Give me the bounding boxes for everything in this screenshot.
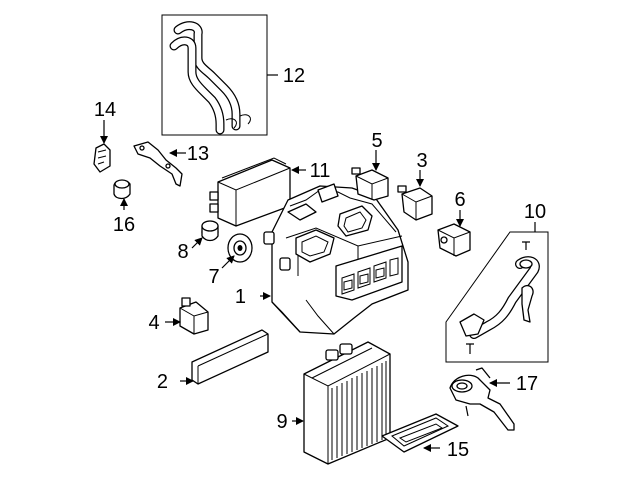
bracket-part-13 [133, 141, 183, 187]
actuator-part-6 [437, 223, 471, 257]
heater-case-part [263, 183, 409, 335]
callout-7: 7 [208, 266, 219, 288]
callout-17: 17 [516, 373, 538, 395]
actuator-part-4 [179, 297, 209, 335]
actuator-part-3 [397, 185, 433, 221]
leader-lines [100, 120, 536, 452]
motor-part-8 [201, 220, 219, 242]
heater-hoses-part [161, 14, 278, 136]
callout-1: 1 [235, 286, 246, 308]
callout-11: 11 [310, 160, 331, 182]
blower-wheel-part [227, 233, 253, 263]
pipe-connector-part [449, 367, 515, 431]
callout-9: 9 [276, 411, 287, 433]
callout-16: 16 [113, 214, 135, 236]
callout-13: 13 [187, 143, 209, 165]
callout-2: 2 [157, 371, 168, 393]
callout-5: 5 [371, 130, 382, 152]
callout-10: 10 [524, 201, 546, 223]
callout-8: 8 [177, 241, 188, 263]
tray-part-15 [381, 413, 459, 453]
clip-part-14 [93, 143, 111, 173]
callout-4: 4 [148, 312, 159, 334]
callout-3: 3 [416, 150, 427, 172]
callout-14: 14 [94, 99, 116, 121]
pipe-bracket-part [445, 231, 549, 363]
knob-part-16 [113, 179, 131, 200]
filter-housing-part [209, 157, 291, 227]
pipe-bracket-box [445, 231, 549, 363]
callout-labels: 1 2 3 4 5 6 7 8 9 10 11 12 13 14 15 16 1… [94, 65, 546, 461]
callout-6: 6 [454, 189, 465, 211]
heater-core-part [303, 341, 391, 465]
filter-strip-part [191, 329, 269, 385]
callout-15: 15 [447, 439, 469, 461]
callout-12: 12 [283, 65, 305, 87]
